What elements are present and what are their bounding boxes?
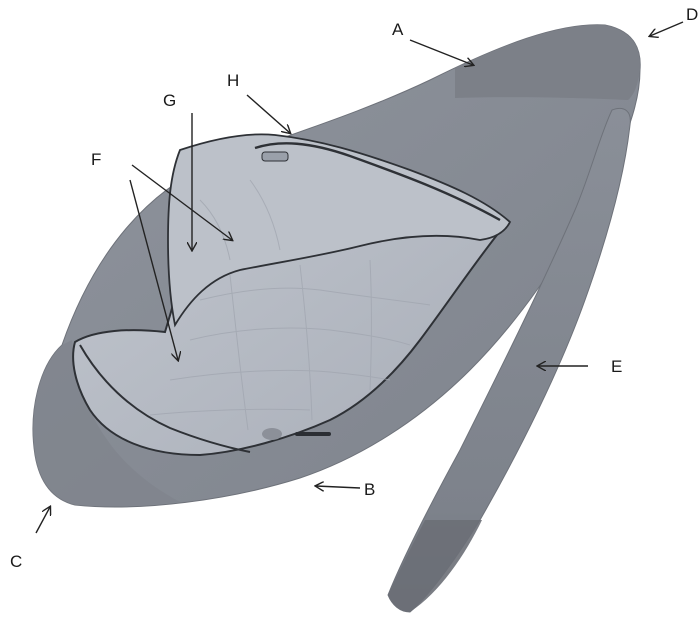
cord-lock [262,152,288,161]
callout-label-a: A [392,20,404,39]
callout-label-b: B [364,480,375,499]
hood-panel [455,25,640,100]
callout-label-e: E [611,357,622,376]
callout-label-f: F [91,150,101,169]
callout-label-c: C [10,552,22,571]
callout-label-h: H [227,71,239,90]
stuff-sack-bottom [388,520,482,612]
callout-label-g: G [163,91,176,110]
zipper-slider [262,428,282,440]
callout-label-d: D [686,5,698,24]
zipper-pull [295,432,331,436]
